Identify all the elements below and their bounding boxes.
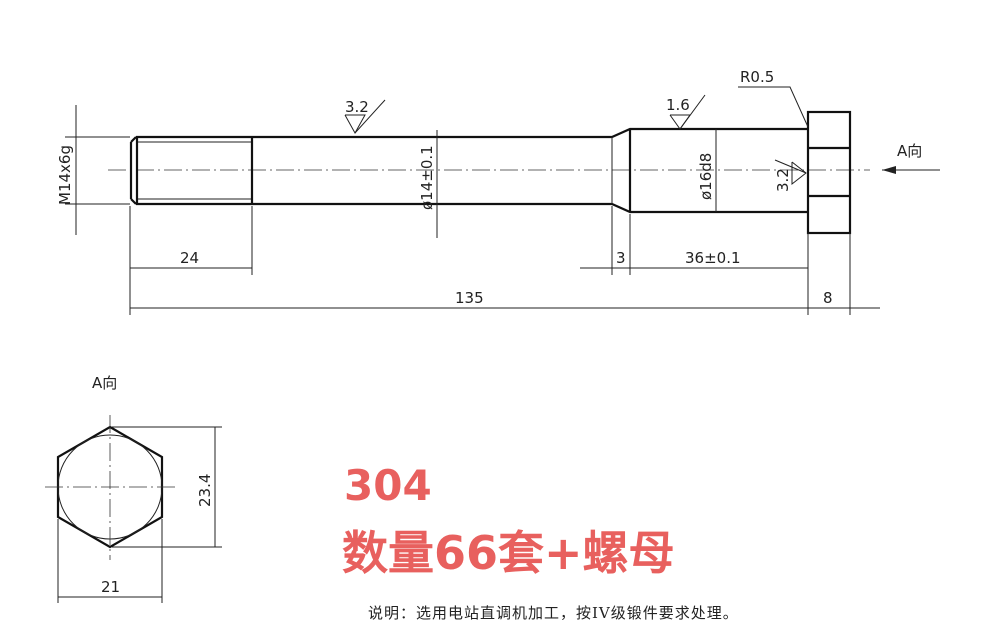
across-corners-label: 23.4 (196, 474, 214, 507)
end-view-label: A向 (92, 374, 117, 392)
thread-dim-label: M14x6g (56, 145, 74, 205)
view-arrow: A向 (882, 142, 940, 174)
hexagon (56, 425, 164, 549)
thread-length-label: 24 (180, 249, 199, 267)
across-flats-label: 21 (101, 578, 120, 596)
chamfer-line (130, 198, 137, 205)
roughness-face: 3.2 (774, 168, 792, 192)
bolt-head (806, 110, 852, 235)
chamfer-line (130, 136, 137, 143)
quantity-annotation: 数量66套+螺母 (342, 526, 675, 580)
total-length-label: 135 (455, 289, 484, 307)
roughness-fit: 1.6 (666, 96, 690, 114)
roughness-symbols: 3.2 1.6 3.2 (344, 94, 807, 192)
radius-leader (738, 86, 809, 128)
head-height-label: 8 (823, 289, 833, 307)
view-arrow-label: A向 (897, 142, 922, 160)
fit-dia-label: ø16d8 (697, 153, 715, 200)
bolt-side-view (108, 110, 870, 235)
radius-label: R0.5 (740, 68, 774, 86)
shaft-bottom-edge (136, 202, 808, 214)
end-view: A向 23.4 21 (45, 374, 222, 603)
shaft-top-edge (136, 127, 808, 139)
shaft-dia-label: ø14±0.1 (418, 145, 436, 210)
drawing-note: 说明：选用电站直调机加工，按IV级锻件要求处理。 (368, 604, 739, 622)
relief-label: 3 (616, 249, 626, 267)
material-annotation: 304 (344, 461, 432, 510)
roughness-shaft: 3.2 (345, 98, 369, 116)
dimensions: M14x6g 24 3 36±0.1 135 8 ø14±0.1 ø16d8 R… (56, 68, 880, 315)
fit-length-label: 36±0.1 (685, 249, 741, 267)
